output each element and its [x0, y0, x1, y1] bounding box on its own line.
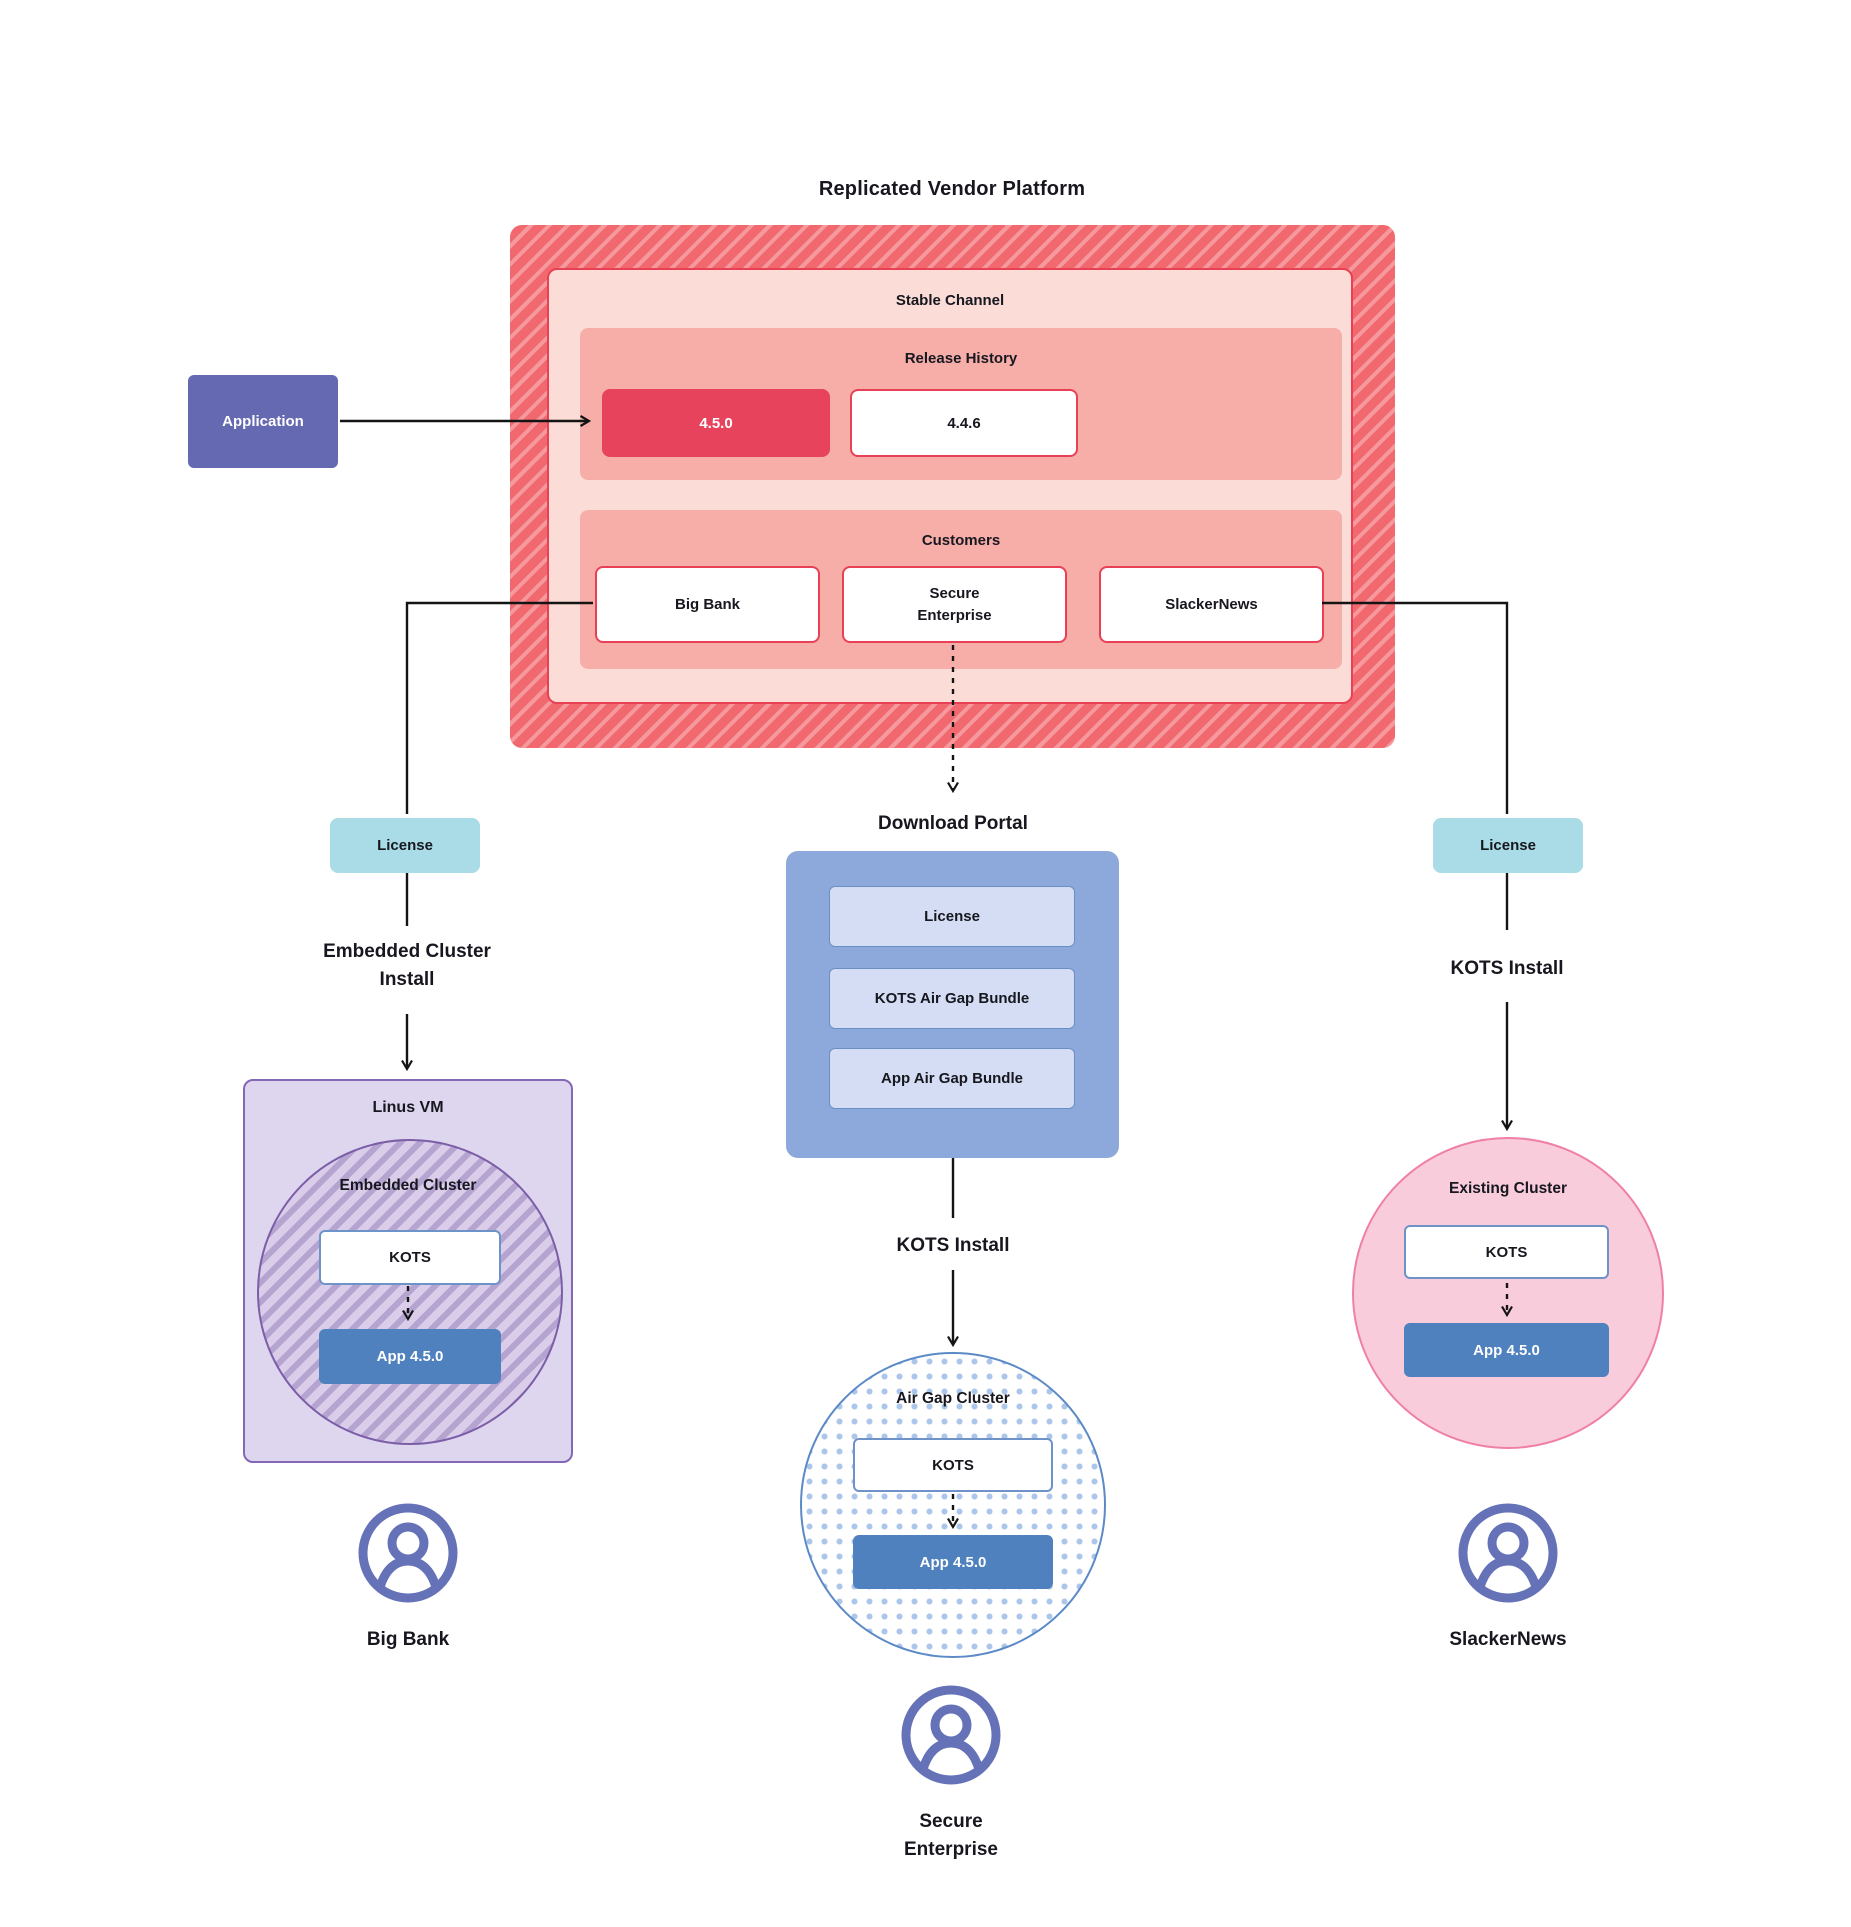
- customer-big-bank-box: Big Bank: [595, 566, 820, 643]
- release-current-box: 4.5.0: [602, 389, 830, 457]
- secure-enterprise-user-icon: [900, 1684, 1002, 1786]
- portal-kots-bundle-item: KOTS Air Gap Bundle: [829, 968, 1075, 1029]
- big-bank-app-box: App 4.5.0: [319, 1329, 501, 1384]
- embedded-cluster-circle: [257, 1139, 563, 1445]
- slackernews-kots-box: KOTS: [1404, 1225, 1609, 1279]
- linus-vm-box: Linus VM Embedded Cluster KOTS App 4.5.0: [243, 1079, 573, 1463]
- customer-slackernews-box: SlackerNews: [1099, 566, 1324, 643]
- big-bank-kots-box: KOTS: [319, 1230, 501, 1285]
- kots-install-right-label: KOTS Install: [1450, 958, 1564, 979]
- big-bank-license-chip: License: [330, 818, 480, 873]
- big-bank-user-label: Big Bank: [366, 1629, 450, 1650]
- customer-secure-enterprise-label: Secure Enterprise: [917, 584, 992, 624]
- slackernews-user-label: SlackerNews: [1449, 1629, 1567, 1650]
- kots-install-middle-label: KOTS Install: [896, 1235, 1010, 1256]
- customers-box: Customers Big Bank Secure Enterprise Sla…: [580, 510, 1342, 669]
- air-gap-cluster-label: Air Gap Cluster: [896, 1390, 1010, 1407]
- customer-secure-enterprise-box: Secure Enterprise: [842, 566, 1067, 643]
- stable-channel-label: Stable Channel: [895, 292, 1005, 309]
- big-bank-user-icon: [357, 1502, 459, 1604]
- customer-slackernews-label: SlackerNews: [1165, 595, 1258, 613]
- slackernews-app-box: App 4.5.0: [1404, 1323, 1609, 1377]
- page-title: Replicated Vendor Platform: [818, 178, 1086, 200]
- customer-big-bank-label: Big Bank: [674, 595, 740, 613]
- download-portal-label: Download Portal: [878, 813, 1028, 834]
- portal-app-bundle-item: App Air Gap Bundle: [829, 1048, 1075, 1109]
- application-box: Application: [188, 375, 338, 468]
- release-history-label: Release History: [904, 350, 1018, 367]
- release-previous-box: 4.4.6: [850, 389, 1078, 457]
- release-history-box: Release History 4.5.0 4.4.6: [580, 328, 1342, 480]
- stable-channel-box: Stable Channel Release History 4.5.0 4.4…: [547, 268, 1353, 704]
- embedded-cluster-label: Embedded Cluster: [339, 1177, 477, 1194]
- customers-label: Customers: [921, 532, 1001, 549]
- embedded-cluster-install-label: Embedded Cluster Install: [323, 941, 491, 990]
- secure-enterprise-kots-box: KOTS: [853, 1438, 1053, 1492]
- linus-vm-label: Linus VM: [372, 1099, 444, 1116]
- slackernews-license-chip: License: [1433, 818, 1583, 873]
- download-portal-box: License KOTS Air Gap Bundle App Air Gap …: [786, 851, 1119, 1158]
- secure-enterprise-user-label: Secure Enterprise: [904, 1811, 998, 1860]
- vendor-platform-box: Stable Channel Release History 4.5.0 4.4…: [510, 225, 1395, 748]
- slackernews-user-icon: [1457, 1502, 1559, 1604]
- secure-enterprise-app-box: App 4.5.0: [853, 1535, 1053, 1589]
- existing-cluster-label: Existing Cluster: [1449, 1180, 1567, 1197]
- portal-license-item: License: [829, 886, 1075, 947]
